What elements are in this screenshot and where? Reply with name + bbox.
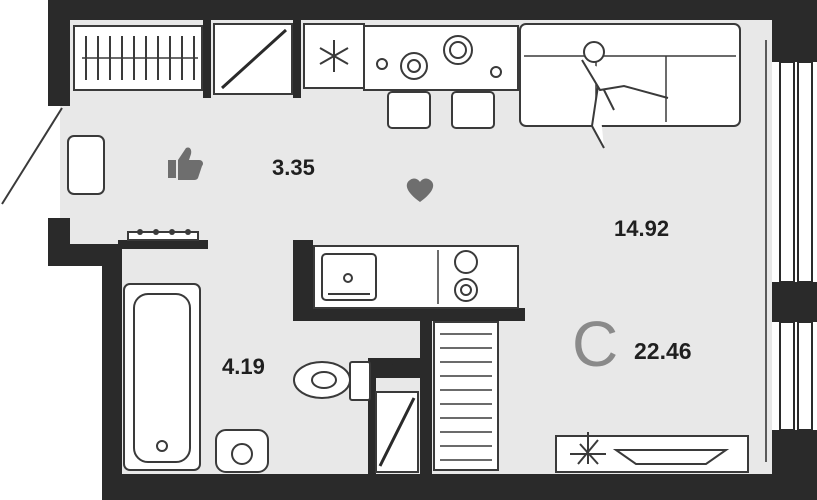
bathtub <box>123 283 201 471</box>
sofa <box>519 23 741 149</box>
area-living-label: 14.92 <box>614 216 670 241</box>
dining-table <box>363 25 519 129</box>
heart-icon <box>406 178 434 202</box>
wardrobe <box>213 23 293 95</box>
towel-rail <box>433 321 499 471</box>
area-total-label: 22.46 <box>634 338 692 364</box>
walls <box>48 0 817 500</box>
kitchen-counter <box>313 245 519 309</box>
person-icon <box>581 41 669 149</box>
area-hall-label: 3.35 <box>272 155 315 180</box>
snowflake-icon <box>319 40 349 72</box>
hob-knobs <box>127 229 199 241</box>
thumbs-up-icon <box>168 147 203 180</box>
windows <box>765 40 813 462</box>
fridge <box>303 23 365 89</box>
bathroom-door <box>375 391 419 473</box>
washbasin <box>215 429 269 473</box>
toilet <box>293 361 398 401</box>
area-bathroom-label: 4.19 <box>222 354 265 379</box>
radiator <box>73 25 203 91</box>
plant-icon <box>570 432 606 465</box>
tv-stand <box>555 432 749 473</box>
studio-type-letter: С <box>572 308 619 380</box>
entrance-door <box>1 107 105 205</box>
